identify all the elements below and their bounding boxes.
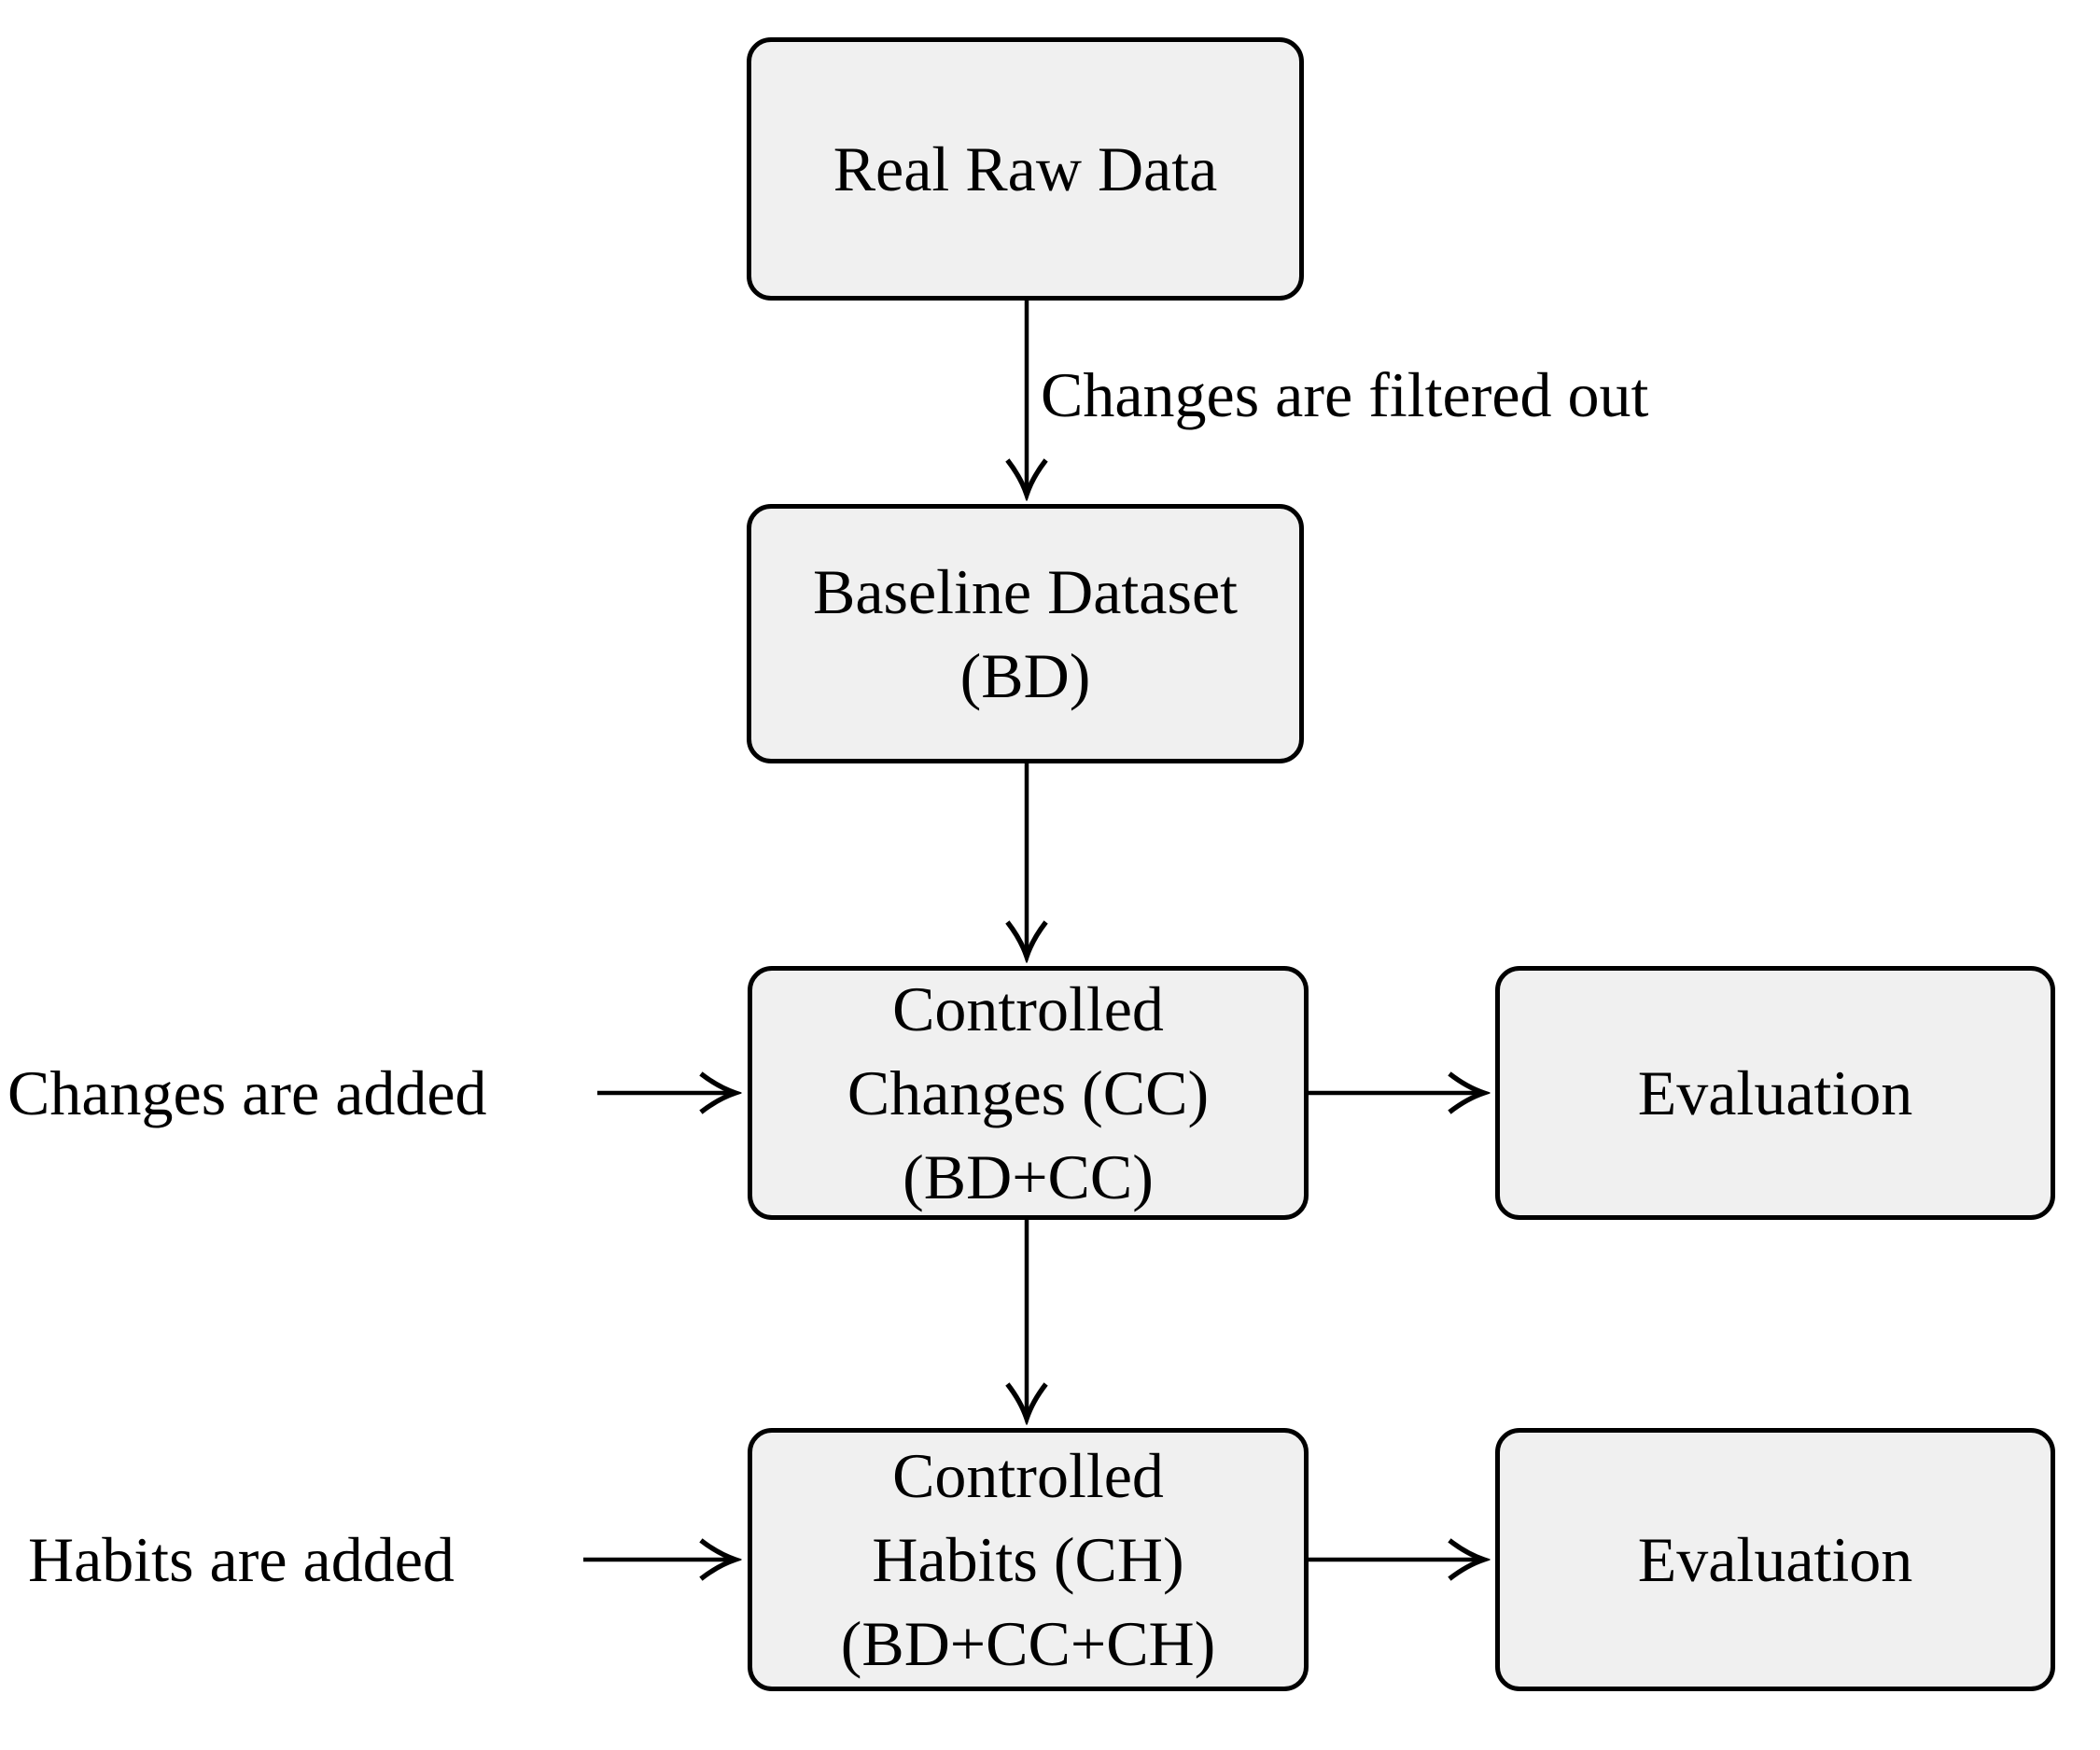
node-controlled-changes-line1: Controlled bbox=[892, 973, 1164, 1044]
node-controlled-changes-line3: (BD+CC) bbox=[903, 1141, 1154, 1212]
edge-label-changes-filtered-out: Changes are filtered out bbox=[1041, 359, 1649, 430]
edge-label-changes-are-added: Changes are added bbox=[7, 1057, 487, 1128]
node-evaluation-2: Evaluation bbox=[1495, 1428, 2055, 1691]
node-real-raw-data-label: Real Raw Data bbox=[833, 133, 1218, 204]
node-real-raw-data: Real Raw Data bbox=[747, 37, 1304, 301]
node-controlled-habits-line3: (BD+CC+CH) bbox=[840, 1608, 1216, 1679]
node-controlled-changes-line2: Changes (CC) bbox=[847, 1057, 1210, 1128]
node-controlled-habits-line2: Habits (CH) bbox=[872, 1524, 1184, 1595]
node-evaluation-2-label: Evaluation bbox=[1637, 1524, 1913, 1595]
node-controlled-habits: Controlled Habits (CH) (BD+CC+CH) bbox=[748, 1428, 1309, 1691]
node-controlled-habits-line1: Controlled bbox=[892, 1440, 1164, 1511]
edge-label-habits-are-added: Habits are added bbox=[28, 1524, 455, 1595]
node-evaluation-1-label: Evaluation bbox=[1637, 1057, 1913, 1128]
node-baseline-dataset-line2: (BD) bbox=[959, 640, 1091, 711]
node-baseline-dataset: Baseline Dataset (BD) bbox=[747, 504, 1304, 763]
node-baseline-dataset-line1: Baseline Dataset bbox=[812, 556, 1239, 627]
node-controlled-changes: Controlled Changes (CC) (BD+CC) bbox=[748, 966, 1309, 1220]
node-evaluation-1: Evaluation bbox=[1495, 966, 2055, 1220]
